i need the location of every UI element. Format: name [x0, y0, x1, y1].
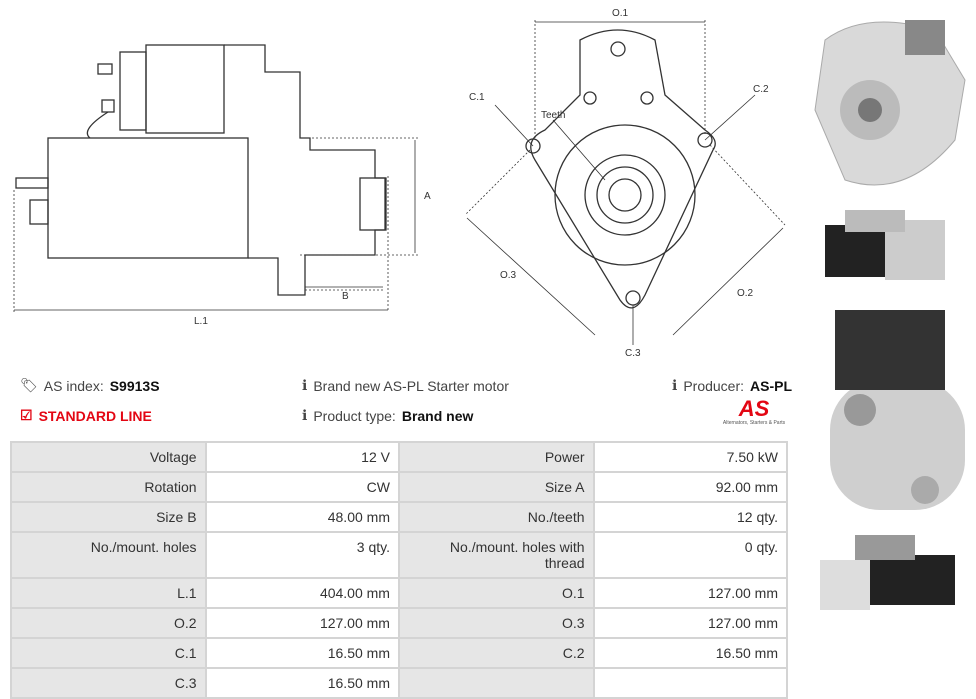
- spec-value: 7.50 kW: [592, 441, 789, 473]
- description-text: Brand new AS-PL Starter motor: [313, 377, 509, 394]
- info-icon: ℹ: [672, 377, 678, 393]
- product-type-label: Product type:: [313, 407, 396, 424]
- dim-a-label: A: [424, 191, 431, 202]
- photo-front: [814, 20, 966, 186]
- spec-label: C.2: [397, 637, 595, 669]
- spec-value: 16.50 mm: [592, 637, 789, 669]
- spec-label: O.2: [10, 607, 207, 639]
- info-icon: ℹ: [302, 407, 308, 423]
- as-index-label: AS index:: [43, 377, 104, 394]
- producer-value: AS-PL: [750, 377, 793, 394]
- description: ℹ Brand new AS-PL Starter motor: [302, 377, 509, 394]
- spec-value: 127.00 mm: [592, 607, 789, 639]
- as-pl-logo: AS Alternators, Starters & Parts: [716, 396, 792, 427]
- info-icon: ℹ: [302, 377, 308, 393]
- as-index-value: S9913S: [109, 377, 160, 394]
- spec-label: Rotation: [10, 471, 207, 503]
- spec-label: Size A: [397, 471, 595, 503]
- spec-value: 127.00 mm: [592, 577, 789, 609]
- spec-label: O.3: [397, 607, 595, 639]
- standard-line-badge: ☑ STANDARD LINE: [20, 407, 152, 424]
- teeth-label: Teeth: [541, 110, 565, 121]
- photo-side-1: [825, 210, 945, 280]
- standard-line-text: STANDARD LINE: [38, 407, 152, 424]
- spec-label: L.1: [10, 577, 207, 609]
- producer-label: Producer:: [683, 377, 745, 394]
- dim-b-label: B: [342, 291, 349, 302]
- dim-c1-label: C.1: [469, 92, 485, 103]
- photo-side-2: [820, 535, 955, 610]
- spec-value: 404.00 mm: [204, 577, 400, 609]
- spec-label: O.1: [397, 577, 595, 609]
- as-index: 🏷 AS index: S9913S: [20, 377, 160, 394]
- product-photos: [814, 20, 966, 610]
- spec-value: 12 qty.: [592, 501, 789, 533]
- tags-icon: 🏷: [20, 377, 38, 393]
- dim-c3-label: C.3: [625, 348, 641, 359]
- front-view-diagram: O.1 C.1 C.2 Teeth O.3 O.2 C.3: [464, 8, 786, 359]
- spec-label: No./mount. holes with thread: [397, 531, 595, 579]
- side-view-diagram: A B L.1: [13, 44, 431, 327]
- spec-label: C.3: [10, 667, 207, 699]
- spec-label: No./mount. holes: [10, 531, 207, 579]
- dim-o1-label: O.1: [612, 8, 629, 19]
- spec-value: 127.00 mm: [204, 607, 400, 639]
- product-type-value: Brand new: [401, 407, 474, 424]
- spec-value: [592, 667, 789, 699]
- spec-value: 92.00 mm: [592, 471, 789, 503]
- dim-c2-label: C.2: [753, 84, 769, 95]
- spec-value: CW: [204, 471, 400, 503]
- spec-value: 3 qty.: [204, 531, 400, 579]
- logo-tagline: Alternators, Starters & Parts: [722, 420, 786, 426]
- spec-label: [397, 667, 595, 699]
- spec-value: 0 qty.: [592, 531, 789, 579]
- product-type: ℹ Product type: Brand new: [302, 407, 473, 424]
- photo-rear: [830, 310, 965, 510]
- spec-label: Size B: [10, 501, 207, 533]
- logo-text: AS: [738, 396, 770, 421]
- spec-label: C.1: [10, 637, 207, 669]
- producer: ℹ Producer: AS-PL: [672, 377, 792, 394]
- spec-label: Power: [397, 441, 595, 473]
- spec-value: 12 V: [204, 441, 400, 473]
- spec-value: 16.50 mm: [204, 637, 400, 669]
- dim-o2-label: O.2: [737, 288, 754, 299]
- spec-label: No./teeth: [397, 501, 595, 533]
- spec-value: 16.50 mm: [204, 667, 400, 699]
- dim-o3-label: O.3: [500, 270, 517, 281]
- checkbox-icon: ☑: [20, 407, 33, 423]
- spec-label: Voltage: [10, 441, 207, 473]
- spec-value: 48.00 mm: [204, 501, 400, 533]
- dim-l1-label: L.1: [194, 316, 208, 327]
